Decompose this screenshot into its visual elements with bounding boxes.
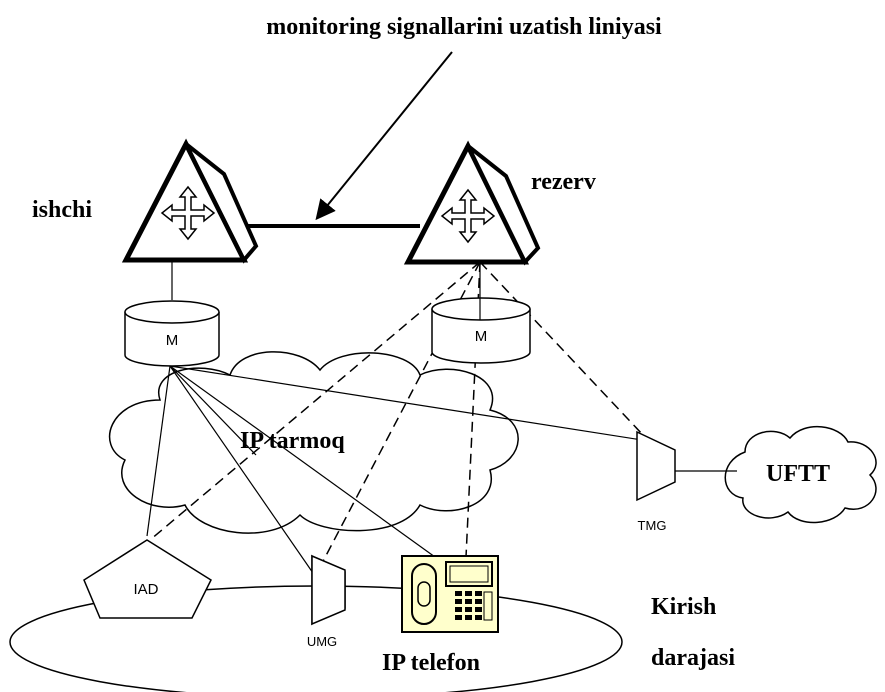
access-level-label-line2: darajasi <box>651 645 735 671</box>
keypad <box>455 591 493 621</box>
media-server-left: M <box>124 300 220 367</box>
tmg-node: TMG <box>636 430 676 533</box>
diagram-title: monitoring signallarini uzatish liniyasi <box>266 14 662 40</box>
working-controller <box>121 138 259 264</box>
pstn-label: UFTT <box>766 461 830 487</box>
backup-label: rezerv <box>531 169 596 195</box>
title-arrow <box>315 51 453 221</box>
ip-phone-label: IP telefon <box>382 650 480 676</box>
solid-links <box>146 260 737 574</box>
media-server-left-label: M <box>166 332 179 349</box>
access-level-label-line1: Kirish <box>651 594 716 620</box>
network-label: IP tarmoq <box>240 428 345 454</box>
backup-controller <box>403 140 541 266</box>
iad-label: IAD <box>133 581 158 598</box>
media-server-right-label: M <box>475 328 488 345</box>
umg-label: UMG <box>307 634 337 649</box>
working-label: ishchi <box>32 197 92 223</box>
tmg-label: TMG <box>638 518 667 533</box>
pstn-cloud <box>724 425 877 524</box>
ip-phone-node <box>401 555 499 633</box>
iad-node: IAD <box>83 539 212 619</box>
media-server-right: M <box>431 297 531 364</box>
umg-node: UMG <box>307 554 346 649</box>
ip-network-cloud <box>108 351 519 534</box>
